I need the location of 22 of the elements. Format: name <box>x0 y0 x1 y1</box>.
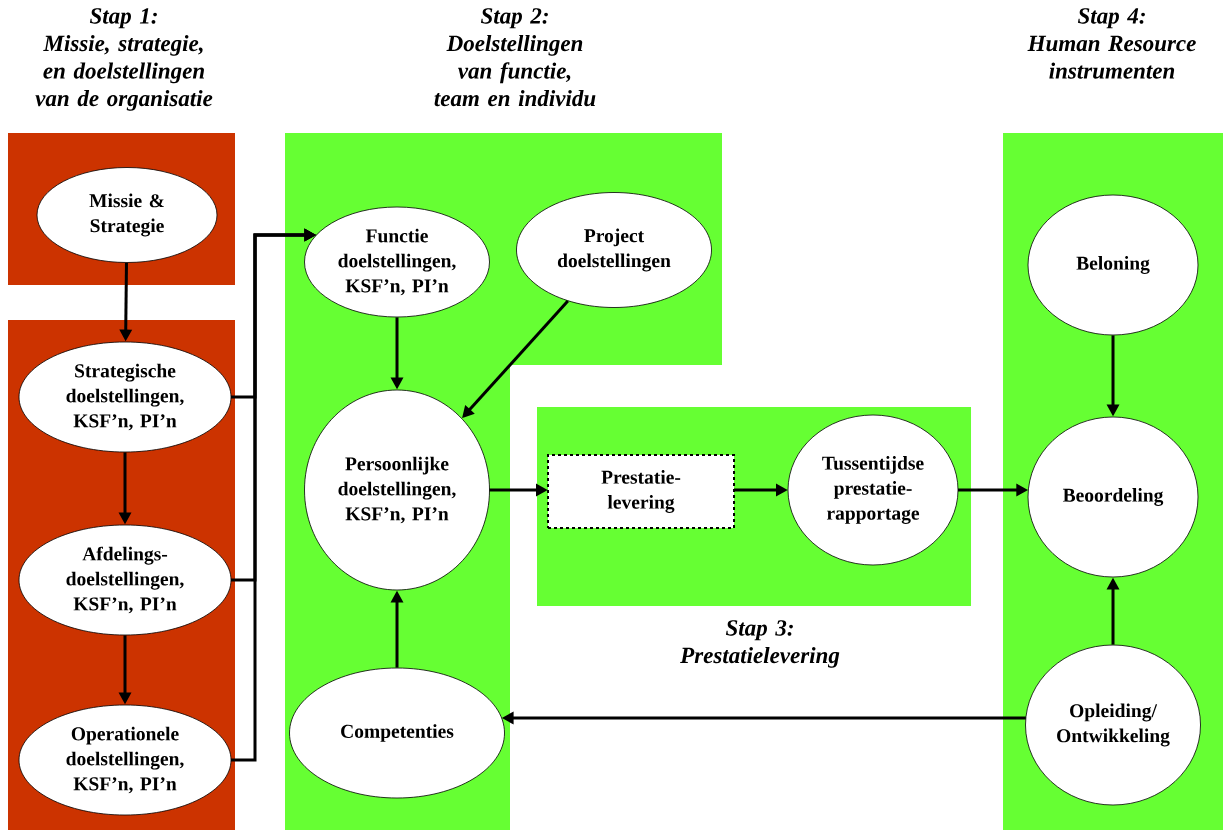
ellipse-node: Beloning <box>1027 194 1199 336</box>
ellipse-node: Functie doelstellingen, KSF’n, PI’n <box>304 206 490 318</box>
ellipse-node: Missie & Strategie <box>36 167 218 263</box>
ellipse-node: Afdelings- doelstellingen, KSF’n, PI’n <box>18 524 232 636</box>
ellipse-node: Beoordeling <box>1027 416 1199 578</box>
arrow <box>462 300 569 418</box>
node-label: Human Resource instrumenten <box>1027 35 1196 79</box>
node-label: Stap 4: <box>1077 8 1145 29</box>
node-label: Prestatielevering <box>680 646 840 668</box>
node-label: Stap 3: <box>725 620 793 641</box>
ellipse-node: Strategische doelstellingen, KSF’n, PI’n <box>18 341 232 453</box>
node-label: Stap 1: <box>89 8 157 29</box>
dashed-box: Prestatie- levering <box>547 454 735 529</box>
ellipse-node: Competenties <box>289 667 505 799</box>
node-label: Doelstellingen van functie, team en individu <box>434 34 596 107</box>
ellipse-node: Tussentijdse prestatie- rapportage <box>787 414 959 566</box>
node-label: Stap 2: <box>480 8 548 29</box>
ellipse-node: Opleiding/ Ontwikkeling <box>1025 644 1201 806</box>
ellipse-node: Project doelstellingen <box>516 192 712 308</box>
ellipse-node: Persoonlijke doelstellingen, KSF’n, PI’n <box>304 389 490 591</box>
node-label: Missie, strategie, en doelstellingen van de organisatie <box>35 34 213 111</box>
ellipse-node: Operationele doelstellingen, KSF’n, PI’n <box>18 704 232 816</box>
